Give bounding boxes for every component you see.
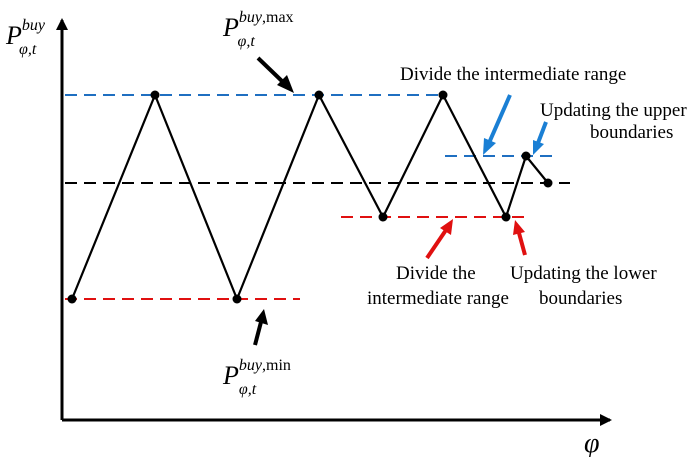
updating-upper-arrow — [533, 121, 548, 155]
divide-lower-text-1: Divide the — [396, 263, 476, 284]
divide-lower-arrow — [425, 219, 453, 260]
path-point — [67, 294, 77, 304]
x-axis-label: φ — [584, 428, 600, 457]
divide-upper-text: Divide the intermediate range — [400, 64, 626, 85]
price-path — [70, 93, 549, 301]
path-point — [521, 151, 531, 161]
divide-lower-text-2: intermediate range — [367, 288, 509, 309]
max-arrow — [256, 56, 294, 93]
divide-upper-arrow — [483, 94, 512, 155]
updating-lower-arrow — [513, 220, 527, 256]
path-point — [438, 90, 448, 100]
path-point — [543, 178, 553, 188]
path-point — [501, 212, 511, 222]
path-point — [232, 294, 242, 304]
path-points — [67, 90, 553, 304]
min-arrow — [253, 309, 268, 346]
updating-lower-text-2: boundaries — [539, 288, 622, 309]
path-point — [378, 212, 388, 222]
updating-upper-text-2: boundaries — [590, 122, 673, 143]
updating-upper-text-1: Updating the upper — [540, 100, 687, 121]
path-point — [150, 90, 160, 100]
updating-lower-text-1: Updating the lower — [510, 263, 657, 284]
path-point — [314, 90, 324, 100]
